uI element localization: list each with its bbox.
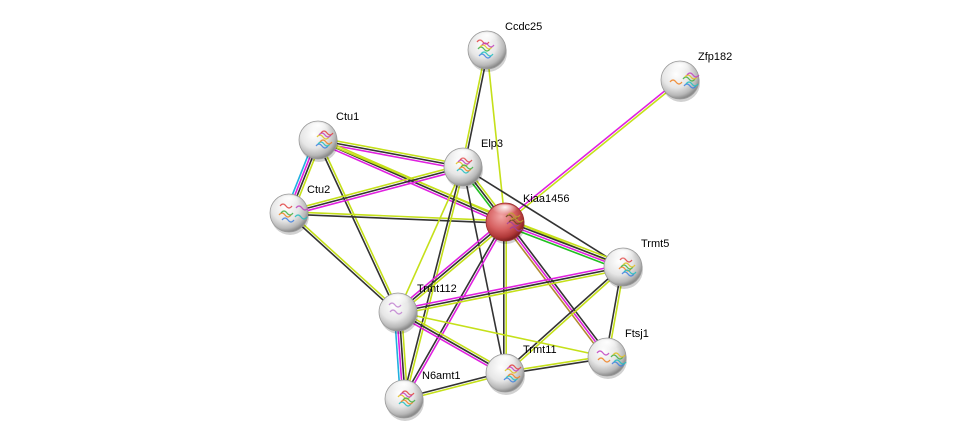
node-kiaa1456[interactable]: Kiaa1456 bbox=[485, 193, 570, 244]
edge-line-textmining bbox=[397, 166, 464, 313]
edge-kiaa1456-n6amt1[interactable] bbox=[402, 221, 507, 400]
edge-line-coexpression bbox=[463, 50, 489, 168]
edge-line-experiments bbox=[395, 219, 504, 311]
node-label: Ftsj1 bbox=[625, 328, 649, 340]
node-label: Ccdc25 bbox=[505, 21, 542, 33]
edge-kiaa1456-trmt112[interactable] bbox=[395, 219, 508, 315]
node-ccdc25[interactable]: Ccdc25 bbox=[467, 21, 542, 72]
edge-line-textmining bbox=[398, 309, 507, 372]
edge-line-textmining bbox=[461, 49, 487, 167]
edge-line-textmining bbox=[505, 217, 625, 265]
edge-elp3-trmt5[interactable] bbox=[462, 166, 624, 268]
node-n6amt1[interactable]: N6amt1 bbox=[384, 370, 461, 421]
edge-kiaa1456-ftsj1[interactable] bbox=[502, 220, 610, 359]
edge-line-experiments bbox=[289, 168, 464, 217]
edge-trmt112-trmt11[interactable] bbox=[396, 309, 507, 376]
edge-line-textmining bbox=[397, 311, 608, 358]
edge-line-experiments bbox=[317, 141, 463, 171]
node-highlight bbox=[491, 204, 519, 219]
node-ctu2[interactable]: Ctu2 bbox=[269, 184, 330, 235]
edge-ctu2-trmt112[interactable] bbox=[287, 211, 400, 314]
edge-line-coexpression bbox=[288, 166, 464, 214]
node-highlight bbox=[384, 294, 412, 309]
edge-ccdc25-kiaa1456[interactable] bbox=[486, 49, 506, 223]
edge-line-textmining bbox=[288, 163, 463, 212]
edge-line-coexpression bbox=[506, 220, 610, 357]
edge-line-textmining bbox=[318, 136, 464, 166]
node-label: Trmt11 bbox=[523, 344, 557, 356]
edge-line-coexpression bbox=[462, 166, 506, 374]
node-highlight bbox=[473, 32, 501, 47]
edge-line-textmining bbox=[318, 139, 400, 312]
edge-trmt5-trmt11[interactable] bbox=[503, 265, 625, 375]
edge-ctu2-kiaa1456[interactable] bbox=[288, 211, 506, 224]
edge-line-textmining bbox=[289, 211, 400, 312]
edge-line-coexpression bbox=[505, 220, 624, 267]
edge-line-coexpression bbox=[317, 139, 464, 168]
edge-line-textmining bbox=[289, 211, 506, 222]
node-zfp182[interactable]: Zfp182 bbox=[660, 51, 732, 102]
node-label: Trmt112 bbox=[417, 283, 457, 295]
edge-line-textmining bbox=[398, 268, 624, 316]
node-ftsj1[interactable]: Ftsj1 bbox=[587, 328, 649, 379]
edge-line-coexpression bbox=[316, 140, 398, 313]
edge-line-experiments bbox=[504, 222, 623, 269]
edge-elp3-trmt112[interactable] bbox=[397, 166, 464, 313]
edge-elp3-trmt11[interactable] bbox=[462, 166, 506, 374]
edge-line-neighborhood bbox=[503, 224, 623, 272]
edge-line-coexpression bbox=[462, 166, 624, 268]
edge-line-experiments bbox=[503, 78, 680, 222]
node-trmt112[interactable]: Trmt112 bbox=[378, 283, 457, 334]
node-highlight bbox=[491, 355, 519, 370]
node-label: N6amt1 bbox=[422, 370, 461, 382]
edge-line-coexpression bbox=[397, 311, 506, 374]
edge-ctu1-trmt112[interactable] bbox=[316, 139, 400, 313]
node-highlight bbox=[666, 62, 694, 77]
edge-trmt5-trmt112[interactable] bbox=[397, 263, 624, 316]
node-label: Ctu2 bbox=[307, 184, 330, 196]
edge-line-coexpression bbox=[503, 265, 623, 373]
node-label: Elp3 bbox=[481, 138, 503, 150]
edge-line-textmining bbox=[486, 49, 506, 223]
edge-line-experiments bbox=[404, 222, 507, 400]
node-label: Ctu1 bbox=[336, 111, 359, 123]
edge-line-textmining bbox=[505, 80, 682, 224]
edge-zfp182-kiaa1456[interactable] bbox=[503, 78, 682, 224]
edge-line-textmining bbox=[505, 267, 625, 375]
edge-line-coexpression bbox=[397, 266, 624, 313]
edge-line-textmining bbox=[399, 223, 508, 315]
edges-layer bbox=[284, 49, 682, 401]
node-highlight bbox=[390, 381, 418, 396]
edge-line-coexpression bbox=[402, 221, 505, 399]
node-highlight bbox=[275, 195, 303, 210]
edge-line-fusion bbox=[502, 222, 606, 359]
edge-line-experiments bbox=[504, 221, 608, 358]
nodes-layer: Ccdc25Zfp182Ctu1Elp3Ctu2Kiaa1456Trmt5Trm… bbox=[269, 21, 732, 421]
node-trmt5[interactable]: Trmt5 bbox=[603, 238, 669, 289]
node-highlight bbox=[449, 149, 477, 164]
edge-line-experiments bbox=[396, 313, 505, 376]
edge-ctu2-elp3[interactable] bbox=[288, 163, 464, 217]
node-highlight bbox=[304, 122, 332, 137]
node-label: Kiaa1456 bbox=[523, 193, 570, 205]
node-label: Trmt5 bbox=[641, 238, 669, 250]
edge-line-coexpression bbox=[288, 213, 505, 224]
edge-trmt112-ftsj1[interactable] bbox=[397, 311, 608, 358]
edge-kiaa1456-trmt11[interactable] bbox=[502, 222, 508, 373]
edge-ccdc25-elp3[interactable] bbox=[461, 49, 489, 168]
node-elp3[interactable]: Elp3 bbox=[443, 138, 503, 189]
node-highlight bbox=[609, 249, 637, 264]
edge-ctu1-elp3[interactable] bbox=[317, 136, 464, 171]
edge-line-coexpression bbox=[287, 213, 398, 314]
node-label: Zfp182 bbox=[698, 51, 732, 63]
node-trmt11[interactable]: Trmt11 bbox=[485, 344, 557, 395]
node-highlight bbox=[593, 339, 621, 354]
edge-kiaa1456-trmt5[interactable] bbox=[503, 217, 625, 272]
edge-line-experiments bbox=[397, 263, 623, 311]
node-ctu1[interactable]: Ctu1 bbox=[298, 111, 359, 162]
edge-line-coexpression bbox=[397, 221, 506, 313]
